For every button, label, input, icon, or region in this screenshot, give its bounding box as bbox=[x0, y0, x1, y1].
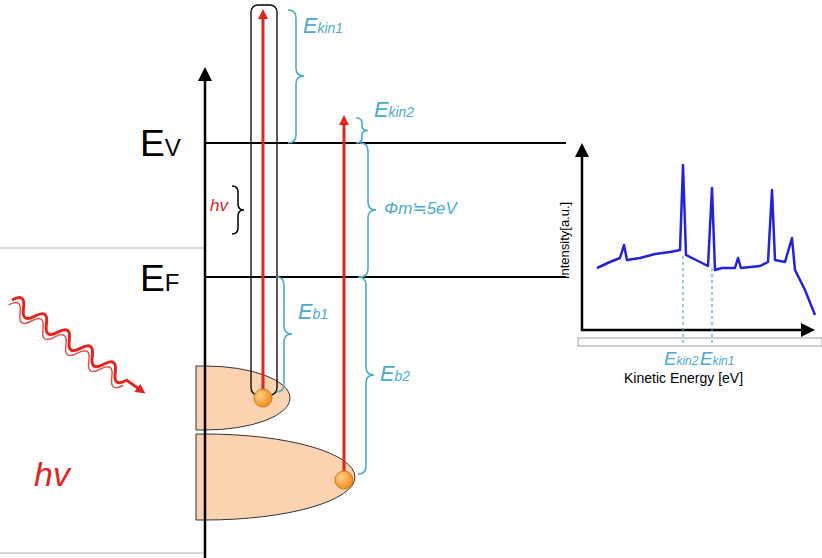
energy-braces bbox=[276, 10, 376, 474]
electron-dot bbox=[335, 471, 353, 489]
spectrum-chart bbox=[578, 150, 822, 346]
axis-title: Kinetic Energy [eV] bbox=[624, 370, 743, 386]
electron-dot bbox=[254, 389, 272, 407]
photon-energy-label: hv bbox=[210, 196, 228, 216]
energy-axis bbox=[204, 74, 207, 558]
axis-tick-label: Ekin1 bbox=[700, 348, 734, 369]
work-function-label: Φm≒5eV bbox=[384, 199, 457, 219]
axis-tick-label: Ekin2 bbox=[664, 348, 698, 369]
vacuum-level-label: EV bbox=[140, 122, 181, 165]
photon-wave bbox=[5, 294, 146, 401]
binding-energy-label: Eb1 bbox=[298, 300, 328, 325]
kinetic-energy-label: Ekin1 bbox=[303, 14, 343, 39]
excitation-arrow bbox=[262, 14, 265, 392]
photon-energy-bracket bbox=[251, 5, 277, 395]
binding-energy-label: Eb2 bbox=[380, 362, 410, 387]
fermi-level bbox=[205, 276, 566, 278]
kinetic-energy-label: Ekin2 bbox=[374, 98, 414, 123]
energy-band bbox=[196, 434, 355, 520]
axis-title: Intensity[a.u.] bbox=[559, 201, 574, 278]
metal-region bbox=[0, 248, 205, 553]
vacuum-level bbox=[205, 142, 566, 144]
excitation-arrow bbox=[343, 120, 346, 474]
energy-band bbox=[196, 366, 290, 430]
photon-label: hv bbox=[34, 455, 70, 494]
hv-brace bbox=[232, 186, 244, 234]
fermi-level-label: EF bbox=[140, 257, 179, 300]
